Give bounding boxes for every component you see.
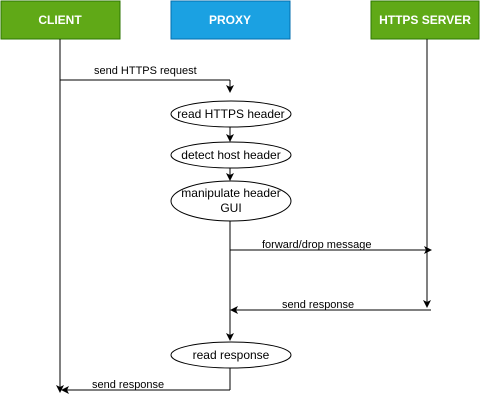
step-detect-host: detect host header xyxy=(170,141,292,169)
client-box xyxy=(0,0,121,40)
client-label: CLIENT xyxy=(38,13,82,27)
proxy-label: PROXY xyxy=(209,13,251,27)
read-response-ellipse xyxy=(170,341,292,369)
participant-client: CLIENT xyxy=(0,0,121,40)
server-label: HTTPS SERVER xyxy=(379,13,471,27)
send-request-label: send HTTPS request xyxy=(94,65,197,77)
manipulate-ellipse xyxy=(170,180,292,222)
step-manipulate: manipulate header GUI xyxy=(170,180,292,222)
participant-server: HTTPS SERVER xyxy=(370,0,480,40)
manipulate-label-2: GUI xyxy=(220,201,241,215)
server-box xyxy=(370,0,480,40)
message-send-request: send HTTPS request xyxy=(60,65,234,93)
read-header-ellipse xyxy=(170,100,292,128)
message-send-response-server: send response xyxy=(230,299,431,314)
proxy-box xyxy=(170,0,291,40)
send-response-client-label: send response xyxy=(92,379,164,391)
message-send-response-client: send response xyxy=(61,368,231,394)
participant-proxy: PROXY xyxy=(170,0,291,40)
forward-drop-label: forward/drop message xyxy=(262,239,371,251)
detect-host-ellipse xyxy=(170,141,292,169)
read-header-label: read HTTPS header xyxy=(177,107,284,121)
step-read-response: read response xyxy=(170,341,292,369)
detect-host-label: detect host header xyxy=(181,148,280,162)
step-read-header: read HTTPS header xyxy=(170,100,292,128)
send-response-server-label: send response xyxy=(282,299,354,311)
message-forward-drop: forward/drop message xyxy=(230,239,432,254)
manipulate-label-1: manipulate header xyxy=(181,186,280,200)
read-response-label: read response xyxy=(193,348,270,362)
